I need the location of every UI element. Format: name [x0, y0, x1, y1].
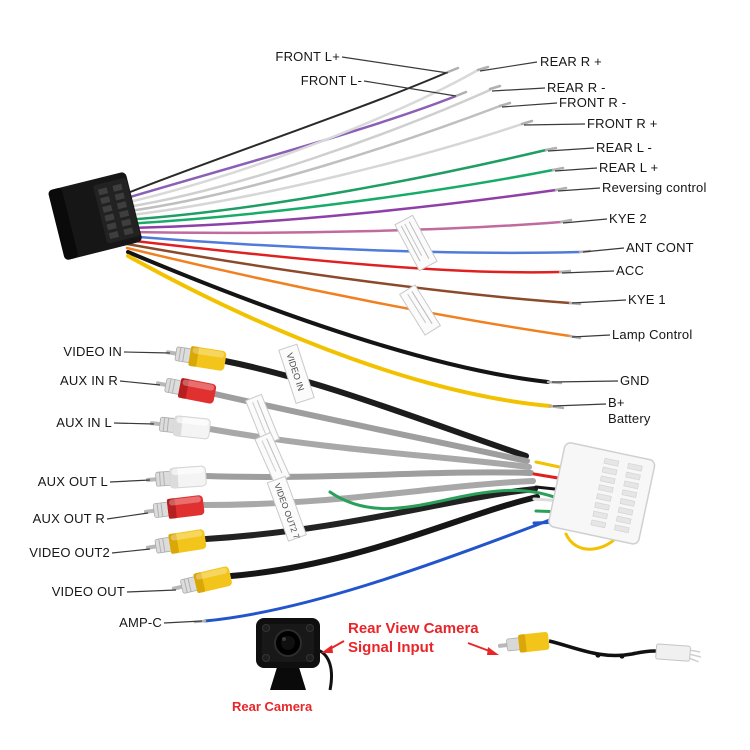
label-aux-in-l: AUX IN L [56, 415, 112, 430]
wire-lamp-control [125, 246, 572, 338]
connector-pins [590, 457, 643, 534]
rca-plug-camera [497, 632, 550, 653]
arrow-right [487, 647, 499, 655]
wire-rear-l-plus [122, 168, 555, 226]
iso-connector-pins [97, 183, 134, 240]
label-kye-2: KYE 2 [609, 211, 647, 226]
label-rear-camera: Rear Camera [232, 699, 313, 714]
wire-front-l-minus [118, 94, 458, 202]
camera-signal-cable [497, 632, 702, 663]
label-front-r-minus: FRONT R - [559, 95, 627, 110]
camera-pigtail-connector [655, 643, 702, 663]
label-rear-l-minus: REAR L - [596, 140, 653, 155]
rca-plug-video-out [171, 566, 232, 594]
label-b-plus: B+ [608, 395, 625, 410]
caption-arrows [321, 640, 499, 655]
wire-b-plus [126, 254, 552, 408]
wire-kye-1 [125, 242, 572, 305]
wire-green [328, 488, 564, 510]
label-kye-1: KYE 1 [628, 292, 666, 307]
white-power-connector [548, 442, 656, 545]
rca-plug-aux-in-r [155, 377, 217, 404]
rca-plug-aux-out-l [145, 465, 207, 489]
label-video-out2: VIDEO OUT2 [29, 545, 110, 560]
label-rear-l-plus: REAR L + [599, 160, 659, 175]
label-rear-r-minus: REAR R - [547, 80, 606, 95]
label-video-in: VIDEO IN [63, 344, 122, 359]
cable-video-in [222, 358, 529, 459]
wire-front-r-minus [120, 104, 502, 214]
label-amp-c: AMP-C [119, 615, 162, 630]
rca-plug-video-in [165, 346, 227, 371]
wire-rear-l-minus [122, 148, 548, 222]
iso-harness-wires [118, 65, 592, 410]
wire-amp-c [203, 514, 562, 623]
label-aux-in-r: AUX IN R [60, 373, 118, 388]
cable-video-out2 [203, 486, 538, 542]
wire-rear-r-plus [118, 68, 480, 206]
harness-tag-2 [398, 284, 442, 336]
label-acc: ACC [616, 263, 645, 278]
label-front-l-plus: FRONT L+ [275, 49, 340, 64]
rca-plug-aux-out-r [143, 495, 205, 519]
cable-aux-out-r [201, 478, 536, 508]
wire-front-r-plus [121, 122, 524, 218]
caption-rear-view-camera: Rear View Camera [348, 620, 479, 637]
label-battery: Battery [608, 411, 651, 426]
wire-reversing-control [123, 188, 558, 230]
harness-tag-1 [394, 214, 438, 272]
caption-signal-input: Signal Input [348, 639, 434, 656]
wire-gnd [126, 250, 550, 384]
rca-plug-aux-in-l [149, 415, 211, 440]
rear-camera-image [256, 618, 333, 691]
iso-block-connector [48, 172, 142, 260]
wire-front-l-plus [119, 71, 449, 197]
rca-plug-video-out2 [145, 529, 207, 554]
cable-aux-out-l [203, 469, 534, 480]
cable-video-out [228, 494, 540, 579]
label-video-out: VIDEO OUT [51, 584, 125, 599]
wire-rear-r-minus [119, 88, 492, 210]
label-lamp-control: Lamp Control [612, 327, 693, 342]
arrow-left [321, 645, 333, 653]
tag-video-in: VIDEO IN [278, 343, 315, 405]
label-aux-out-r: AUX OUT R [32, 511, 105, 526]
label-ant-cont: ANT CONT [626, 240, 694, 255]
cable-aux-in-l [207, 426, 532, 470]
wire-ant-cont [124, 234, 582, 255]
label-front-l-minus: FRONT L- [300, 73, 362, 88]
label-gnd: GND [620, 373, 650, 388]
label-aux-out-l: AUX OUT L [37, 474, 108, 489]
wire-kye-2 [123, 220, 563, 235]
label-reversing-control: Reversing control [602, 180, 707, 195]
label-rear-r-plus: REAR R + [540, 54, 602, 69]
wire-acc [124, 238, 562, 274]
leader-lines [106, 56, 627, 624]
label-front-r-plus: FRONT R + [587, 116, 658, 131]
